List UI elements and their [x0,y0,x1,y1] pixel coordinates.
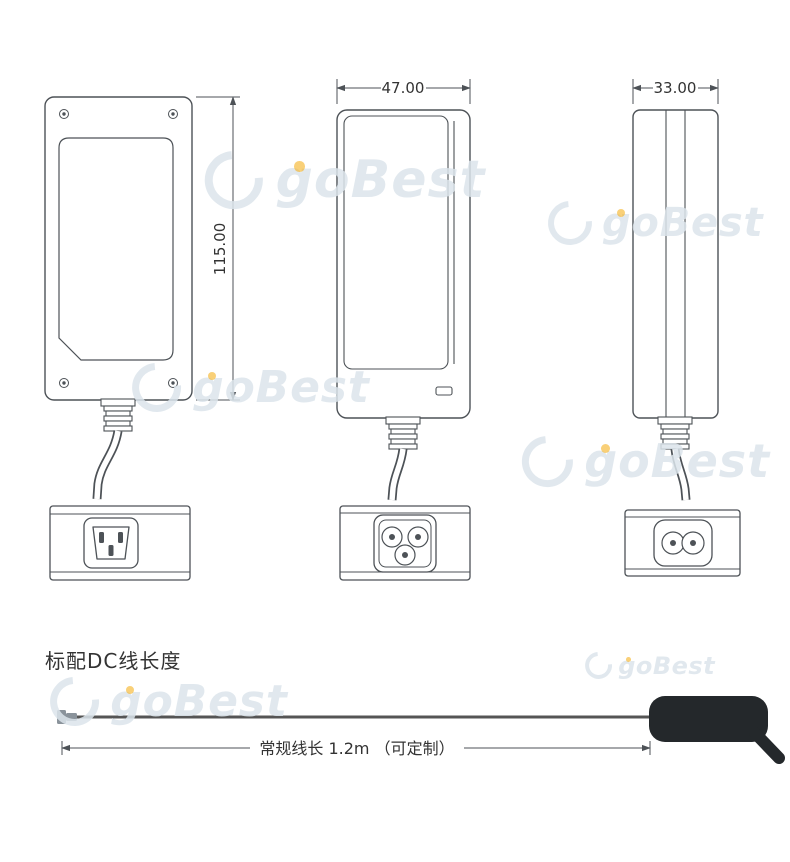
side-strain-relief [385,416,421,450]
edge-cable [670,448,691,501]
c6-pins [389,534,421,558]
c6-socket-inner [378,519,432,568]
edge-width-label: 33.00 [654,79,697,97]
inlet-c6-view [339,505,471,581]
c8-pins [670,540,696,546]
front-view: 115.00 [44,96,240,500]
edge-view: 33.00 [632,79,719,501]
screw-icon [59,109,178,388]
front-label-recess [58,137,174,361]
c14-socket [83,517,139,569]
side-width-label: 47.00 [382,79,425,97]
front-strain-relief [100,398,136,432]
edge-strain-relief [657,416,693,450]
power-plug-body [649,696,785,764]
led-indicator [435,386,453,396]
side-body [336,109,471,419]
dc-cable-illustration: 常规线长 1.2m （可定制） [57,696,785,764]
front-cable [92,430,123,500]
c8-socket [653,519,713,567]
inlet-c8-view [624,509,741,577]
cable-length-label: 常规线长 1.2m （可定制） [259,739,454,758]
edge-body [632,109,719,419]
c14-cavity [92,526,130,560]
dc-plug-tip [57,710,77,724]
cable-section-title: 标配DC线长度 [45,649,181,673]
side-cable [387,448,408,501]
c14-pins [99,532,123,556]
side-face-panel [343,115,449,370]
front-height-label: 115.00 [211,223,229,276]
cable-length-dimension [61,741,651,755]
inlet-c14-view [49,505,191,581]
side-view: 47.00 [336,79,471,501]
c6-socket [373,514,437,573]
front-height-dimension [196,96,240,401]
